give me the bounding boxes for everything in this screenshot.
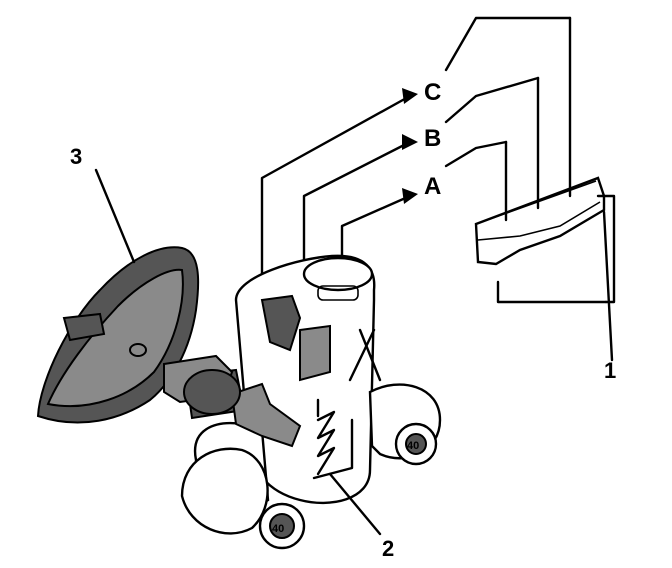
electrical-connector (474, 16, 616, 304)
callout-3: 3 (70, 144, 82, 169)
sender-unit (180, 254, 442, 550)
callout-1: 1 (604, 358, 616, 383)
callout-2: 2 (382, 536, 394, 561)
fuse-cap-right-label: 40 (407, 440, 419, 452)
connector-leads (444, 16, 572, 168)
pin-label-a: A (424, 173, 441, 200)
pin-label-c: C (424, 79, 441, 106)
pin-label-b: B (424, 125, 441, 152)
float-assembly (36, 168, 241, 424)
fuse-cap-left-label: 40 (272, 523, 284, 535)
